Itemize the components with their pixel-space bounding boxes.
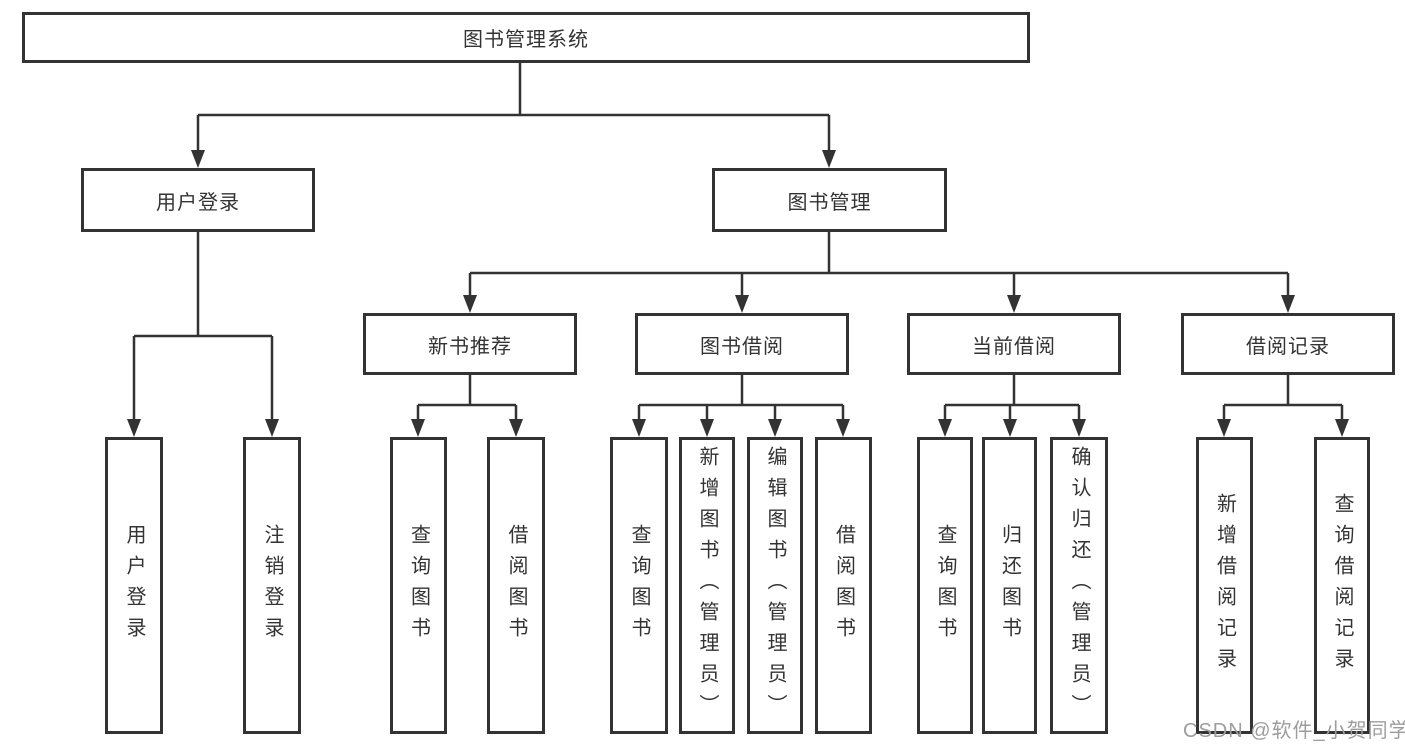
arrowhead <box>1335 419 1349 437</box>
arrowhead <box>735 295 749 313</box>
connector-book-borrow-group <box>637 375 845 421</box>
connector-borrow-record-group <box>1222 375 1344 421</box>
arrowhead <box>1072 419 1086 437</box>
arrowhead <box>265 419 279 437</box>
node-book-borrow-label: 图书借阅 <box>700 335 784 358</box>
leaf-add-book-admin: 新增图书（管理员） <box>679 437 735 734</box>
leaf-borrow-books-2: 借阅图书 <box>815 437 872 734</box>
leaf-query-books-3-label: 查询图书 <box>934 523 956 648</box>
leaf-add-borrow-record: 新增借阅记录 <box>1196 437 1253 734</box>
connector-current-borrow-group <box>943 375 1081 421</box>
arrowhead <box>1007 295 1021 313</box>
csdn-watermark: CSDN @软件_小贺同学 <box>1183 720 1405 742</box>
node-book-management-label: 图书管理 <box>787 191 872 214</box>
leaf-query-books-1: 查询图书 <box>390 437 447 734</box>
node-borrow-record: 借阅记录 <box>1181 313 1395 375</box>
arrowhead <box>768 419 782 437</box>
arrowhead <box>700 419 714 437</box>
leaf-return-book-label: 归还图书 <box>998 523 1021 648</box>
leaf-confirm-return-admin-label: 确认归还（管理员） <box>1068 446 1090 725</box>
node-root: 图书管理系统 <box>22 12 1030 63</box>
leaf-query-books-2-label: 查询图书 <box>628 523 650 648</box>
leaf-borrow-books-2-label: 借阅图书 <box>832 523 855 648</box>
node-borrow-record-label: 借阅记录 <box>1246 335 1330 358</box>
connector-root-to-level2 <box>196 63 831 151</box>
leaf-query-borrow-record-label: 查询借阅记录 <box>1331 492 1353 679</box>
node-new-book-recommend: 新书推荐 <box>363 313 577 375</box>
arrowhead <box>1217 419 1231 437</box>
leaf-query-books-1-label: 查询图书 <box>407 523 430 648</box>
node-user-login: 用户登录 <box>81 168 315 232</box>
leaf-add-book-admin-label: 新增图书（管理员） <box>696 446 718 725</box>
arrowhead <box>509 419 523 437</box>
node-current-borrow: 当前借阅 <box>907 313 1121 375</box>
connector-new-book-group <box>416 375 518 421</box>
leaf-borrow-books-1: 借阅图书 <box>487 437 545 734</box>
leaf-edit-book-admin-label: 编辑图书（管理员） <box>764 446 786 725</box>
arrowhead <box>822 150 836 168</box>
connector-book-mgmt-to-level3 <box>468 232 1290 297</box>
arrowhead <box>411 419 425 437</box>
arrowhead <box>1003 419 1017 437</box>
leaf-logout: 注销登录 <box>243 437 301 734</box>
leaf-query-books-2: 查询图书 <box>610 437 668 734</box>
arrowhead <box>836 419 850 437</box>
arrowhead <box>127 419 141 437</box>
node-current-borrow-label: 当前借阅 <box>972 335 1056 358</box>
node-book-borrow: 图书借阅 <box>635 313 849 375</box>
leaf-query-borrow-record: 查询借阅记录 <box>1314 437 1370 734</box>
connector-user-login-branch <box>132 232 274 421</box>
leaf-user-login-label: 用户登录 <box>123 523 145 648</box>
node-new-book-recommend-label: 新书推荐 <box>428 335 512 358</box>
arrowhead <box>1281 295 1295 313</box>
arrowhead <box>191 150 205 168</box>
arrowhead <box>938 419 952 437</box>
leaf-user-login: 用户登录 <box>105 437 163 734</box>
node-root-label: 图书管理系统 <box>463 29 589 51</box>
leaf-return-book: 归还图书 <box>982 437 1037 734</box>
node-book-management: 图书管理 <box>712 168 947 232</box>
node-user-login-label: 用户登录 <box>156 191 240 214</box>
leaf-edit-book-admin: 编辑图书（管理员） <box>747 437 803 734</box>
leaf-confirm-return-admin: 确认归还（管理员） <box>1050 437 1108 734</box>
leaf-logout-label: 注销登录 <box>261 523 283 648</box>
arrowhead <box>632 419 646 437</box>
leaf-add-borrow-record-label: 新增借阅记录 <box>1213 492 1236 679</box>
leaf-borrow-books-1-label: 借阅图书 <box>505 523 527 648</box>
leaf-query-books-3: 查询图书 <box>917 437 973 734</box>
arrowhead <box>463 295 477 313</box>
